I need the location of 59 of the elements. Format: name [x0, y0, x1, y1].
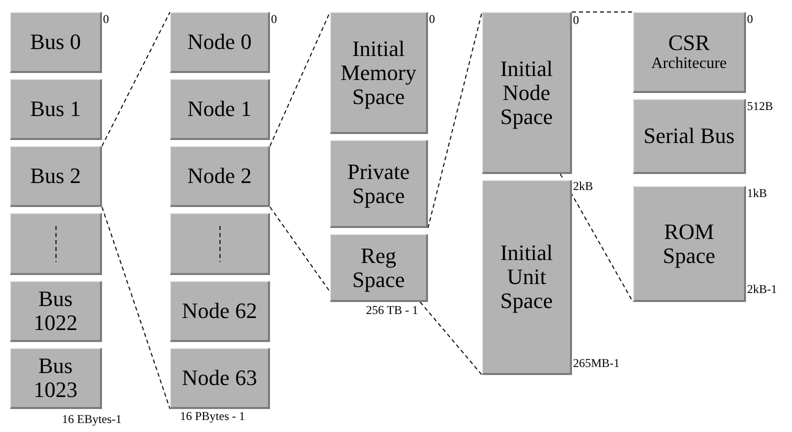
dashed-connector: [270, 206, 330, 292]
dashed-connector: [102, 206, 170, 410]
memory-block: [633, 12, 746, 93]
address-label: 16 PBytes - 1: [180, 410, 246, 423]
memory-block: [633, 186, 746, 302]
block-label: Node 63: [182, 366, 258, 390]
dashed-connector: [102, 12, 170, 146]
address-label: 256 TB - 1: [366, 304, 418, 317]
address-label: 265MB-1: [573, 357, 620, 370]
address-label: 0: [271, 13, 277, 26]
memory-block: [330, 234, 428, 302]
address-label: 2kB-1: [747, 283, 777, 296]
address-label: 0: [573, 14, 579, 27]
block-label: Bus 1022: [32, 287, 78, 335]
address-label: 1kB: [747, 187, 768, 200]
memory-block: [170, 348, 270, 409]
dashed-connector: [560, 174, 634, 302]
block-label: Initial Memory Space: [340, 36, 418, 108]
address-label: 512B: [747, 100, 774, 113]
memory-block: [330, 140, 428, 228]
memory-block: [170, 79, 270, 140]
block-label: Bus 1023: [32, 354, 78, 402]
memory-block: [482, 12, 572, 174]
block-label: Private Space: [346, 160, 411, 208]
address-label: 2kB: [573, 180, 594, 193]
block-label: Serial Bus: [643, 124, 735, 148]
address-label: 16 EBytes-1: [62, 413, 122, 426]
block-label: Initial Node Space: [499, 56, 554, 128]
memory-block: [170, 12, 270, 73]
block-label: ROM Space: [662, 220, 716, 268]
ellipsis-block: [170, 213, 270, 275]
block-label: Bus 0: [30, 30, 81, 54]
block-label: Bus 2: [30, 164, 81, 188]
memory-block: [482, 180, 572, 375]
block-label: Node 0: [187, 30, 252, 54]
memory-block: [170, 146, 270, 207]
memory-block: [10, 79, 102, 140]
memory-block: [10, 348, 102, 409]
block-label: Reg Space: [351, 244, 406, 292]
block-label: Node 2: [187, 164, 252, 188]
block-subtitle: Architecure: [651, 55, 727, 73]
dashed-connector: [420, 302, 482, 376]
block-label: CSR: [668, 31, 710, 55]
memory-block: [10, 12, 102, 73]
memory-block: [10, 146, 102, 207]
memory-block: [170, 281, 270, 342]
address-label: 0: [429, 13, 435, 26]
dashed-connector: [428, 12, 482, 228]
block-label: Bus 1: [30, 97, 81, 121]
ellipsis-block: [10, 213, 102, 275]
block-label: Initial Unit Space: [499, 241, 554, 313]
address-label: 0: [103, 13, 109, 26]
block-label: Node 62: [182, 299, 258, 323]
memory-block: [633, 99, 746, 174]
memory-block: [10, 281, 102, 342]
memory-block: [330, 12, 428, 134]
dashed-connector: [270, 12, 330, 146]
address-label: 0: [747, 13, 753, 26]
block-label: Node 1: [187, 97, 252, 121]
